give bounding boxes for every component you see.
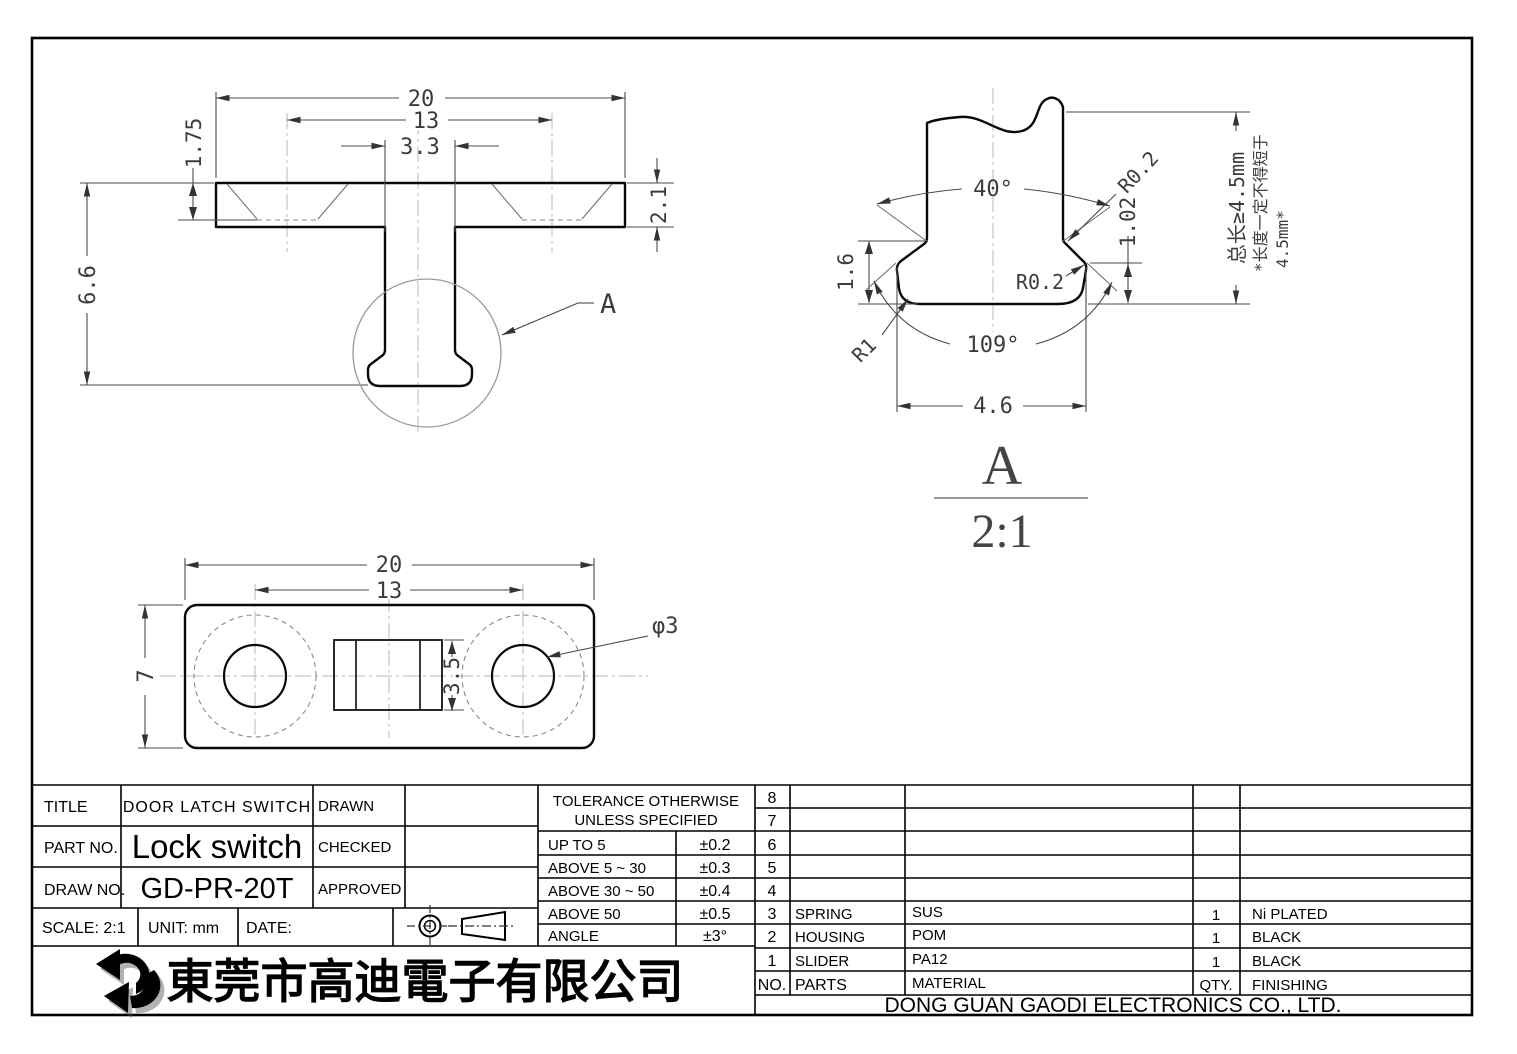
parts-row-no: 6: [768, 837, 777, 854]
parts-header-parts: PARTS: [795, 977, 847, 994]
detail-dim-total-length: 总长≥4.5mm: [1225, 152, 1249, 264]
checked-label: CHECKED: [318, 839, 392, 856]
parts-table: 8 7 6 5 4 3 SPRING SUS 1 Ni PLATED 2 HOU…: [758, 790, 1328, 994]
tolerance-range: ANGLE: [548, 928, 599, 945]
front-dim-height: 6.6: [76, 265, 101, 305]
draw-no-label: DRAW NO.: [44, 882, 125, 899]
tolerance-range: UP TO 5: [548, 837, 606, 854]
tolerance-value: ±0.2: [699, 837, 730, 854]
top-dim-hole-diameter: φ3: [652, 614, 679, 639]
parts-header-finishing: FINISHING: [1252, 977, 1328, 994]
detail-view-label: A: [982, 435, 1023, 497]
tolerance-table: TOLERANCE OTHERWISE UNLESS SPECIFIED UP …: [548, 793, 739, 945]
detail-dim-radius-side: R0.2: [1016, 270, 1064, 294]
parts-row-no: 1: [768, 953, 777, 970]
tolerance-value: ±0.5: [699, 906, 730, 923]
part-no-value: Lock switch: [132, 828, 303, 865]
title-label: TITLE: [44, 799, 88, 816]
parts-header-no: NO.: [758, 977, 786, 994]
front-dim-hole-spacing: 13: [413, 109, 440, 134]
front-dim-overall-width: 20: [408, 87, 435, 112]
parts-header-material: MATERIAL: [912, 975, 986, 992]
detail-dim-step-height: 1.02: [1116, 197, 1140, 248]
detail-dim-angle-109: 109°: [967, 333, 1020, 358]
parts-row-no: 2: [768, 929, 777, 946]
parts-row-no: 8: [768, 790, 777, 807]
drawn-label: DRAWN: [318, 798, 374, 815]
title-block: TITLE DOOR LATCH SWITCH DRAWN PART NO. L…: [42, 798, 402, 937]
tolerance-range: ABOVE 30 ~ 50: [548, 883, 654, 900]
tolerance-range: ABOVE 50: [548, 906, 621, 923]
date-label: DATE:: [246, 920, 292, 937]
detail-view-a: 40° R0.2 1.02 R0.2 1.6 R1 109° 4.6: [834, 88, 1292, 558]
title-block-grid: [32, 784, 1472, 1015]
detail-view-scale: 2:1: [971, 505, 1032, 558]
parts-row-material: POM: [912, 927, 946, 944]
top-dim-hole-spacing: 13: [376, 579, 403, 604]
tolerance-value: ±0.3: [699, 860, 730, 877]
detail-dim-width: 4.6: [973, 394, 1013, 419]
parts-row-name: HOUSING: [795, 929, 865, 946]
top-dim-height: 7: [134, 669, 159, 682]
top-dim-overall-width: 20: [376, 553, 403, 578]
projection-symbol-icon: [407, 905, 515, 947]
parts-row-qty: 1: [1212, 907, 1220, 924]
tolerance-header-2: UNLESS SPECIFIED: [574, 812, 718, 829]
front-view: 20 13 3.3 1.75 6.6 2.1 A: [76, 87, 674, 432]
parts-row-material: PA12: [912, 951, 948, 968]
parts-row-finishing: Ni PLATED: [1252, 906, 1328, 923]
tolerance-value: ±0.4: [699, 883, 730, 900]
title-value: DOOR LATCH SWITCH: [123, 799, 311, 816]
top-view: 20 13 7 3.5 φ3: [134, 553, 679, 750]
detail-note-line2: 4.5mm*: [1273, 210, 1292, 268]
top-dim-slot-height: 3.5: [440, 657, 464, 695]
detail-dim-angle-40: 40°: [973, 177, 1013, 202]
parts-header-qty: QTY.: [1199, 977, 1232, 994]
company-name-cn: 東莞市高迪電子有限公司: [167, 955, 684, 1008]
parts-row-qty: 1: [1212, 930, 1220, 947]
front-dim-plate-thickness: 2.1: [647, 186, 671, 224]
parts-row-qty: 1: [1212, 954, 1220, 971]
detail-dim-radius-bottom: R1: [847, 333, 881, 367]
front-dim-csink-depth: 1.75: [182, 118, 206, 169]
detail-dim-flange-height: 1.6: [834, 253, 858, 291]
company-row: 東莞市高迪電子有限公司 DONG GUAN GAODI ELECTRONICS …: [96, 949, 1342, 1018]
detail-dim-radius-top: R0.2: [1113, 146, 1163, 198]
tolerance-header-1: TOLERANCE OTHERWISE: [553, 793, 739, 810]
sheet-border: [30, 36, 1474, 1017]
tolerance-range: ABOVE 5 ~ 30: [548, 860, 646, 877]
tolerance-value: ±3°: [703, 928, 727, 945]
parts-row-finishing: BLACK: [1252, 929, 1301, 946]
front-detail-label-a: A: [600, 289, 616, 320]
parts-row-no: 5: [768, 860, 777, 877]
parts-row-no: 4: [768, 883, 777, 900]
approved-label: APPROVED: [318, 881, 402, 898]
front-dim-stem-width: 3.3: [400, 135, 440, 160]
parts-row-name: SPRING: [795, 906, 853, 923]
parts-row-name: SLIDER: [795, 953, 849, 970]
unit-label: UNIT: mm: [148, 920, 219, 937]
parts-row-no: 7: [768, 813, 777, 830]
parts-row-material: SUS: [912, 904, 943, 921]
detail-note-line1: *长度一定不得短于: [1251, 134, 1270, 272]
part-no-label: PART NO.: [44, 840, 118, 857]
parts-row-finishing: BLACK: [1252, 953, 1301, 970]
scale-label: SCALE: 2:1: [42, 920, 126, 937]
company-logo-icon: [96, 949, 165, 1018]
draw-no-value: GD-PR-20T: [140, 873, 293, 905]
company-name-en: DONG GUAN GAODI ELECTRONICS CO., LTD.: [885, 994, 1342, 1017]
parts-row-no: 3: [768, 906, 777, 923]
detail-circle-a: [352, 278, 502, 428]
